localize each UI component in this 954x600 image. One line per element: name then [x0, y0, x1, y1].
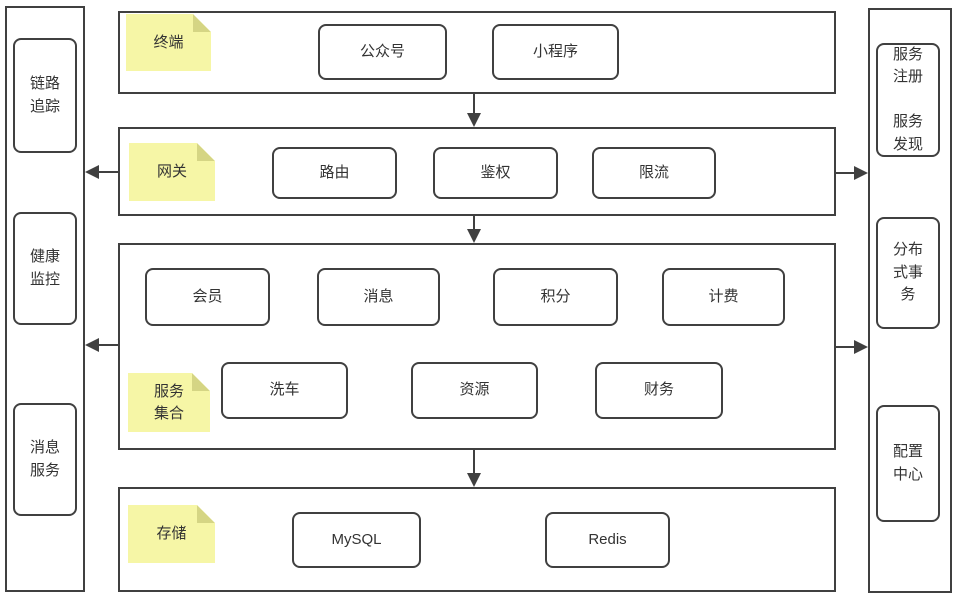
node-config-center: 配置 中心 — [876, 405, 940, 522]
note-gateway-label: 网关 — [156, 163, 187, 181]
node-service-registry-discovery: 服务 注册 服务 发现 — [876, 43, 940, 157]
node-points: 积分 — [493, 268, 618, 326]
node-redis: Redis — [545, 512, 670, 568]
note-services: 服务 集合 — [128, 373, 210, 432]
node-message: 消息 — [317, 268, 440, 326]
node-member: 会员 — [145, 268, 270, 326]
layer-storage — [118, 487, 836, 592]
node-billing: 计费 — [662, 268, 785, 326]
note-storage-label: 存储 — [156, 525, 187, 543]
note-terminal: 终端 — [126, 14, 211, 71]
node-authentication: 鉴权 — [433, 147, 558, 199]
node-mysql: MySQL — [292, 512, 421, 568]
node-resource: 资源 — [411, 362, 538, 419]
note-services-label: 服务 集合 — [153, 382, 184, 422]
note-gateway: 网关 — [129, 143, 215, 201]
note-terminal-label: 终端 — [153, 33, 184, 51]
node-routing: 路由 — [272, 147, 397, 199]
node-official-account: 公众号 — [318, 24, 447, 80]
node-rate-limiting: 限流 — [592, 147, 716, 199]
node-link-tracing: 链路 追踪 — [13, 38, 77, 153]
note-storage: 存储 — [128, 505, 215, 563]
layer-terminal — [118, 11, 836, 94]
node-distributed-transaction: 分布 式事 务 — [876, 217, 940, 329]
node-mini-program: 小程序 — [492, 24, 619, 80]
node-finance: 财务 — [595, 362, 723, 419]
node-car-wash: 洗车 — [221, 362, 348, 419]
node-health-monitor: 健康 监控 — [13, 212, 77, 325]
node-message-service: 消息 服务 — [13, 403, 77, 516]
